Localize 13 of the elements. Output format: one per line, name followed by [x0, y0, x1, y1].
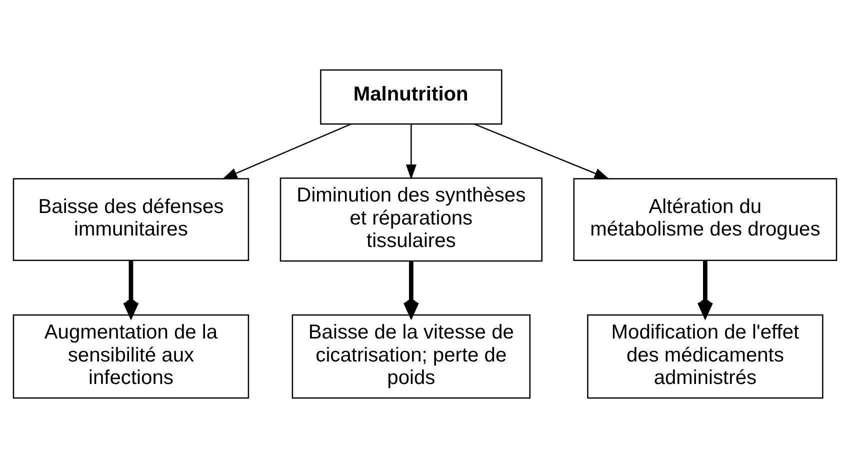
arrow	[403, 261, 420, 318]
node-box: Modification de l'effet des médicaments administrés	[587, 314, 824, 399]
node-box: Altération du métabolisme des drogues	[573, 178, 838, 262]
arrow	[697, 260, 714, 318]
arrow	[123, 260, 139, 318]
arrow	[406, 124, 416, 180]
node-box: Baisse de la vitesse de cicatrisation; perte de poids	[292, 314, 531, 399]
node-box: Baisse des défenses immunitaires	[12, 178, 250, 262]
node-box: Augmentation de la sensibilité aux infections	[12, 314, 250, 399]
node-box: Malnutrition	[320, 69, 502, 125]
arrow	[222, 124, 351, 180]
arrow	[474, 124, 610, 180]
node-box: Diminution des synthèses et réparations tissulaires	[280, 177, 542, 262]
